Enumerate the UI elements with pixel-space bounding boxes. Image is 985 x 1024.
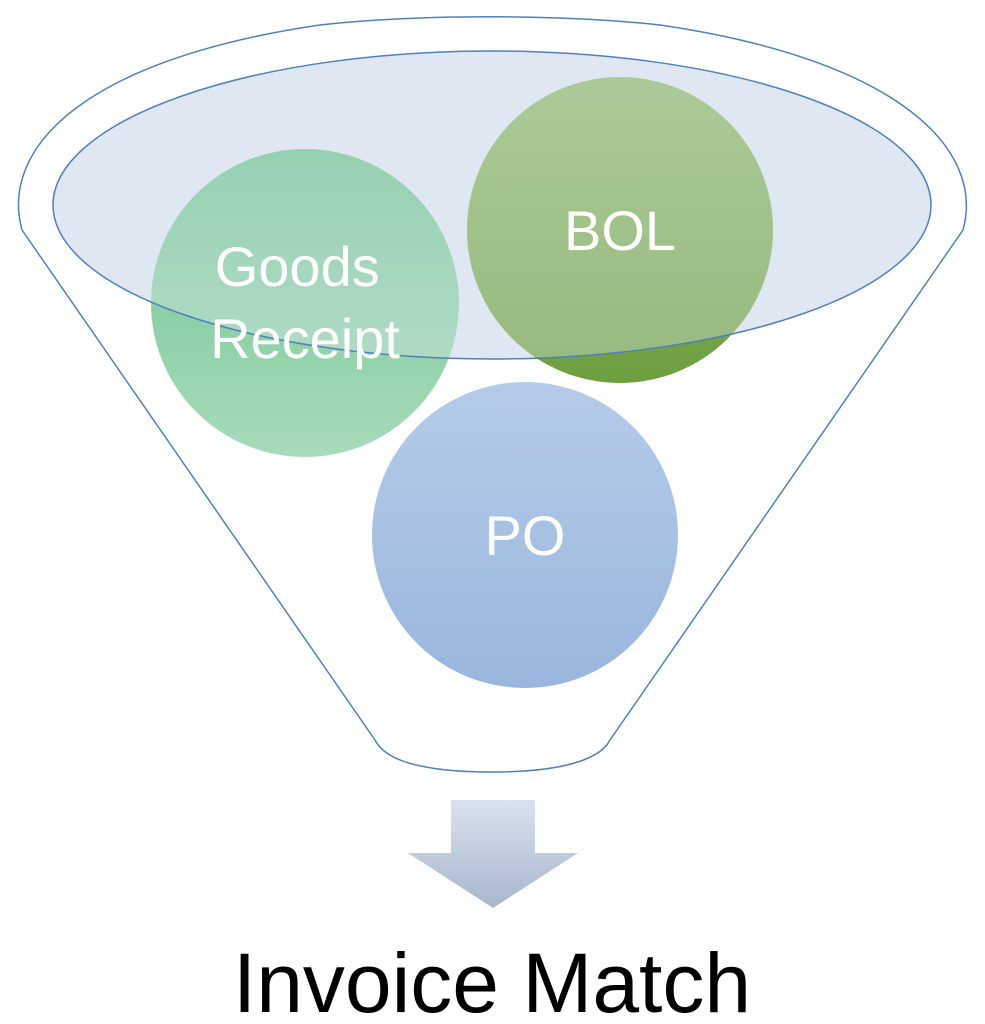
bol-circle (467, 77, 773, 383)
down-arrow-icon (408, 800, 578, 908)
bol-label: BOL (564, 199, 676, 262)
po-label: PO (485, 504, 566, 567)
po-circle (372, 382, 678, 688)
goods-receipt-label-line-1: Goods (215, 235, 380, 298)
goods-receipt-circle (151, 149, 459, 457)
goods-receipt-label-line-2: Receipt (210, 307, 400, 370)
output-label: Invoice Match (233, 936, 751, 1024)
goods-receipt-label: Goods Receipt (210, 235, 400, 370)
funnel-rim-veil (52, 50, 932, 360)
